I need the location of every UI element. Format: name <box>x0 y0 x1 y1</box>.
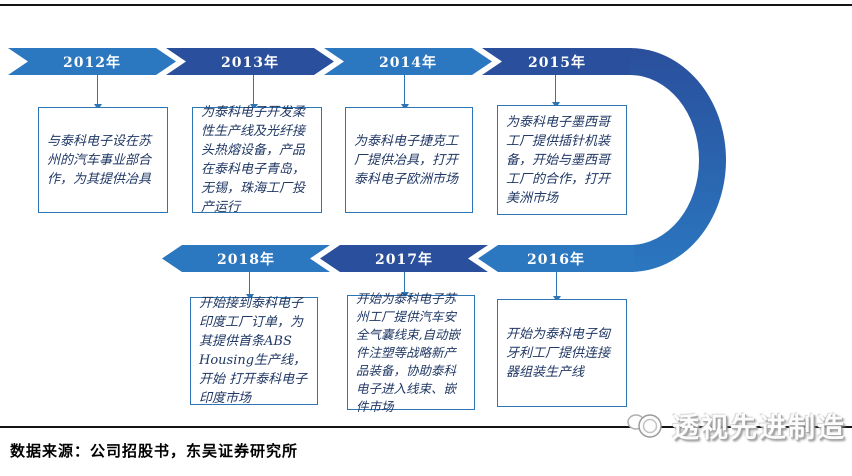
magnifier-logo-icon <box>627 413 662 438</box>
timeline-arrow-2018: 2018年 <box>162 245 330 272</box>
milestone-text-2015: 为泰科电子墨西哥工厂提供插针机装备，开始与墨西哥工厂的合作，打开美洲市场 <box>506 114 611 206</box>
milestone-box-2018: 开始接到泰科电子印度工厂订单，为其提供首条ABS Housing生产线，开始 打… <box>190 296 318 406</box>
timeline-arrow-2012: 2012年 <box>8 48 176 75</box>
milestone-text-2018: 开始接到泰科电子印度工厂订单，为其提供首条ABS Housing生产线，开始 打… <box>199 296 308 406</box>
connector-arrow-2015 <box>551 75 560 108</box>
connector-arrow-2016 <box>552 272 561 302</box>
year-label-2013: 2013年 <box>221 54 279 71</box>
milestone-text-2013: 为泰科电子开发柔性生产线及光纤接头热熔设备，产品在泰科电子青岛，无锡，珠海工厂投… <box>201 105 306 215</box>
milestone-box-2017: 开始为泰科电子苏州工厂提供汽车安全气囊线束,自动嵌件注塑等战略新产 品装备，协助… <box>347 291 475 414</box>
timeline-arrow-2014: 2014年 <box>324 48 492 75</box>
bottom-border-line <box>0 426 852 428</box>
year-label-2012: 2012年 <box>63 54 121 71</box>
data-source-note: 数据来源：公司招股书，东吴证券研究所 <box>10 442 299 460</box>
connector-arrow-2014 <box>400 75 409 110</box>
connector-arrow-2013 <box>249 75 258 110</box>
timeline-uturn-band <box>630 48 726 272</box>
milestone-text-2014: 为泰科电子捷克工厂提供冶具，打开泰科电子欧洲市场 <box>354 133 459 187</box>
timeline-arrow-2017: 2017年 <box>320 245 488 272</box>
milestone-box-2015: 为泰科电子墨西哥工厂提供插针机装备，开始与墨西哥工厂的合作，打开美洲市场 <box>497 105 627 215</box>
connector-arrow-2018 <box>245 272 254 300</box>
watermark: 透视先进制造 <box>626 406 846 445</box>
year-label-2014: 2014年 <box>379 54 437 71</box>
milestone-box-2013: 为泰科电子开发柔性生产线及光纤接头热熔设备，产品在泰科电子青岛，无锡，珠海工厂投… <box>192 105 322 215</box>
milestone-box-2014: 为泰科电子捷克工厂提供冶具，打开泰科电子欧洲市场 <box>345 107 473 213</box>
milestone-text-2016: 开始为泰科电子匈牙利工厂提供连接器组装生产线 <box>506 326 611 380</box>
year-label-2016: 2016年 <box>527 251 585 268</box>
milestone-text-2017: 开始为泰科电子苏州工厂提供汽车安全气囊线束,自动嵌件注塑等战略新产 品装备，协助… <box>356 290 460 414</box>
timeline-arrow-2016: 2016年 <box>478 245 634 272</box>
year-label-2015: 2015年 <box>528 54 586 71</box>
milestone-box-2012: 与泰科电子设在苏州的汽车事业部合作，为其提供冶具 <box>38 107 168 213</box>
connector-arrow-2012 <box>93 75 102 110</box>
year-label-2017: 2017年 <box>375 251 433 268</box>
top-border-line <box>0 4 852 6</box>
timeline-arrow-2013: 2013年 <box>166 48 334 75</box>
milestone-box-2016: 开始为泰科电子匈牙利工厂提供连接器组装生产线 <box>497 299 627 407</box>
year-label-2018: 2018年 <box>217 251 275 268</box>
watermark-text: 透视先进制造 <box>672 413 846 443</box>
timeline-arrow-2015: 2015年 <box>482 48 632 75</box>
milestone-text-2012: 与泰科电子设在苏州的汽车事业部合作，为其提供冶具 <box>47 133 152 187</box>
